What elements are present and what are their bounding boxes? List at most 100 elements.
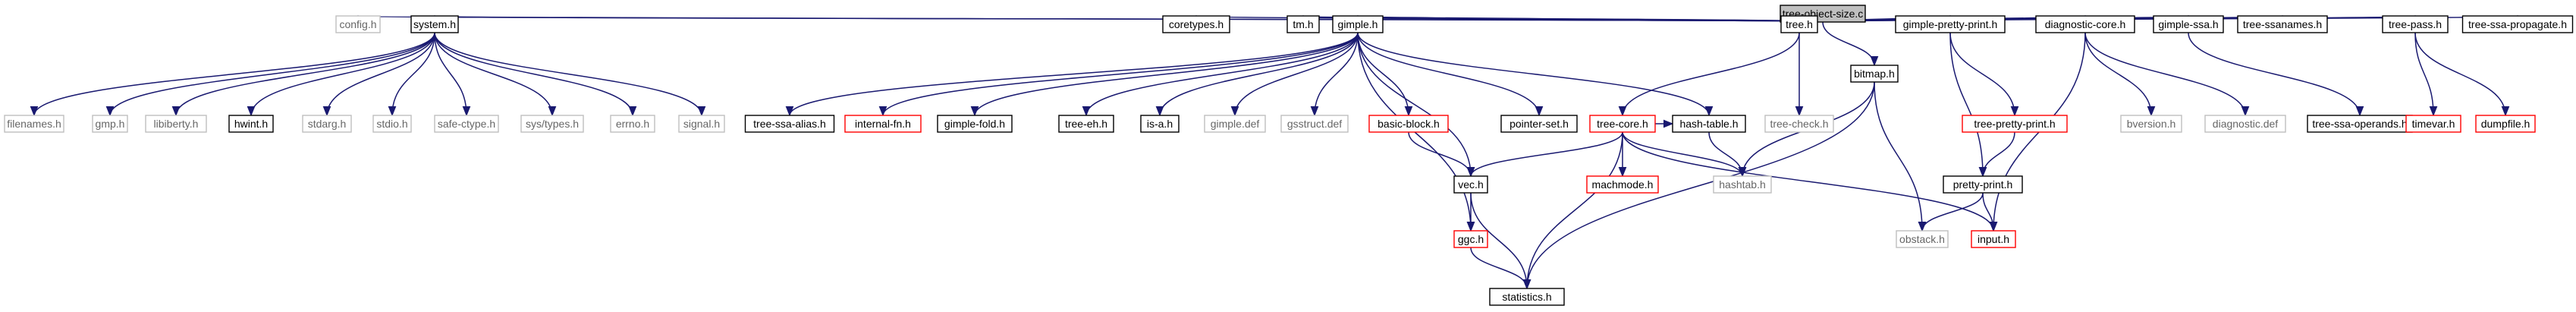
node-tree-core-h[interactable]: tree-core.h: [1589, 115, 1656, 133]
node-filenames-h[interactable]: filenames.h: [4, 115, 64, 133]
edge-vec-h-to-statistics-h: [1470, 192, 1531, 290]
node-hash-table-h[interactable]: hash-table.h: [1672, 115, 1746, 133]
node-hashtab-h[interactable]: hashtab.h: [1713, 175, 1772, 194]
node-hwint-h[interactable]: hwint.h: [228, 115, 274, 133]
node-box: [844, 115, 922, 133]
node-vec-h[interactable]: vec.h: [1453, 175, 1488, 194]
node-box: [302, 115, 352, 133]
node-obstack-h[interactable]: obstack.h: [1896, 230, 1949, 248]
node-tree-ssa-operands-h[interactable]: tree-ssa-operands.h: [2307, 115, 2413, 133]
node-internal-fn-h[interactable]: internal-fn.h: [844, 115, 922, 133]
node-config-h[interactable]: config.h: [335, 15, 381, 33]
node-label: errno.h: [616, 118, 649, 130]
edge-gimple-h-to-tree-ssa-alias-h: [785, 32, 1359, 117]
node-box: [1713, 175, 1772, 194]
node-tree-eh-h[interactable]: tree-eh.h: [1058, 115, 1114, 133]
edge-gimple-ssa-h-to-tree-ssa-operands-h: [2188, 32, 2364, 117]
node-ggc-h[interactable]: ggc.h: [1453, 230, 1488, 248]
node-statistics-h[interactable]: statistics.h: [1489, 288, 1565, 306]
node-diagnostic-def[interactable]: diagnostic.def: [2204, 115, 2286, 133]
node-machmode-h[interactable]: machmode.h: [1586, 175, 1659, 194]
edge-system-h-to-hwint-h: [247, 32, 435, 117]
node-gimple-h[interactable]: gimple.h: [1332, 15, 1384, 33]
node-gimple-def[interactable]: gimple.def: [1204, 115, 1266, 133]
node-is-a-h[interactable]: is-a.h: [1140, 115, 1180, 133]
edge-system-h-to-stdarg-h: [322, 32, 435, 117]
node-label: timevar.h: [2412, 118, 2455, 130]
node-label: tree-ssa-operands.h: [2312, 118, 2407, 130]
node-gimple-ssa-h[interactable]: gimple-ssa.h: [2153, 15, 2224, 33]
node-label: system.h: [413, 18, 456, 30]
edge-system-h-to-filenames-h: [30, 32, 435, 117]
node-signal-h[interactable]: signal.h: [678, 115, 725, 133]
node-box: [1368, 115, 1449, 133]
node-box: [145, 115, 207, 133]
node-libiberty-h[interactable]: libiberty.h: [145, 115, 207, 133]
node-label: tree-eh.h: [1065, 118, 1107, 130]
edge-pretty-print-h-to-obstack-h: [1918, 192, 1984, 232]
node-box: [1058, 115, 1114, 133]
node-tree-h[interactable]: tree.h: [1780, 15, 1818, 33]
edge-system-h-to-stdio-h: [388, 32, 435, 117]
node-label: tree-ssa-alias.h: [753, 118, 826, 130]
node-input-h[interactable]: input.h: [1971, 230, 2016, 248]
node-label: bitmap.h: [1854, 68, 1895, 80]
edge-system-h-to-libiberty-h: [171, 32, 435, 117]
node-box: [335, 15, 381, 33]
node-box: [2405, 115, 2461, 133]
node-coretypes-h[interactable]: coretypes.h: [1162, 15, 1230, 33]
node-label: tree-check.h: [1770, 118, 1828, 130]
edge-gimple-h-to-tree-eh-h: [1082, 32, 1359, 117]
node-tree-ssa-alias-h[interactable]: tree-ssa-alias.h: [744, 115, 835, 133]
node-box: [610, 115, 655, 133]
node-label: tree-ssanames.h: [2243, 18, 2322, 30]
edge-bitmap-h-to-obstack-h: [1874, 81, 1927, 232]
node-dumpfile-h[interactable]: dumpfile.h: [2475, 115, 2536, 133]
node-safe-ctype-h[interactable]: safe-ctype.h: [434, 115, 499, 133]
node-basic-block-h[interactable]: basic-block.h: [1368, 115, 1449, 133]
edge-diagnostic-core-h-to-diagnostic-def: [2084, 32, 2250, 117]
node-label: config.h: [339, 18, 376, 30]
node-stdio-h[interactable]: stdio.h: [372, 115, 412, 133]
node-box: [2153, 15, 2224, 33]
node-label: gmp.h: [96, 118, 125, 130]
node-box: [2035, 15, 2135, 33]
node-errno-h[interactable]: errno.h: [610, 115, 655, 133]
node-tree-ssanames-h[interactable]: tree-ssanames.h: [2237, 15, 2328, 33]
node-timevar-h[interactable]: timevar.h: [2405, 115, 2461, 133]
node-box: [1204, 115, 1266, 133]
node-gsstruct-def[interactable]: gsstruct.def: [1280, 115, 1349, 133]
node-label: coretypes.h: [1169, 18, 1224, 30]
edge-system-h-to-gmp-h: [105, 32, 435, 117]
node-sys-types-h[interactable]: sys/types.h: [520, 115, 584, 133]
node-label: is-a.h: [1147, 118, 1173, 130]
node-tm-h[interactable]: tm.h: [1286, 15, 1320, 33]
node-label: gimple.def: [1211, 118, 1260, 130]
node-pointer-set-h[interactable]: pointer-set.h: [1500, 115, 1578, 133]
node-bitmap-h[interactable]: bitmap.h: [1850, 65, 1899, 83]
node-bversion-h[interactable]: bversion.h: [2120, 115, 2182, 133]
node-label: bversion.h: [2127, 118, 2176, 130]
node-diagnostic-core-h[interactable]: diagnostic-core.h: [2035, 15, 2135, 33]
node-gimple-pretty-print-h[interactable]: gimple-pretty-print.h: [1895, 15, 2006, 33]
edge-system-h-to-safe-ctype-h: [434, 32, 471, 117]
node-gimple-fold-h[interactable]: gimple-fold.h: [937, 115, 1013, 133]
node-box: [92, 115, 128, 133]
node-label: filenames.h: [7, 118, 61, 130]
node-tree-check-h[interactable]: tree-check.h: [1764, 115, 1834, 133]
node-box: [2382, 15, 2449, 33]
node-gmp-h[interactable]: gmp.h: [92, 115, 128, 133]
node-tree-pretty-print-h[interactable]: tree-pretty-print.h: [1962, 115, 2068, 133]
node-tree-ssa-propagate-h[interactable]: tree-ssa-propagate.h: [2461, 15, 2574, 33]
node-stdarg-h[interactable]: stdarg.h: [302, 115, 352, 133]
node-label: stdio.h: [376, 118, 407, 130]
node-tree-pass-h[interactable]: tree-pass.h: [2382, 15, 2449, 33]
node-pretty-print-h[interactable]: pretty-print.h: [1943, 175, 2023, 194]
node-box: [2237, 15, 2328, 33]
node-system-h[interactable]: system.h: [410, 15, 459, 33]
node-label: obstack.h: [1899, 233, 1945, 245]
edge-tree-core-h-to-vec-h: [1466, 131, 1623, 178]
edge-tree-pass-h-to-timevar-h: [2414, 32, 2438, 117]
node-label: tree-pretty-print.h: [1974, 118, 2055, 130]
